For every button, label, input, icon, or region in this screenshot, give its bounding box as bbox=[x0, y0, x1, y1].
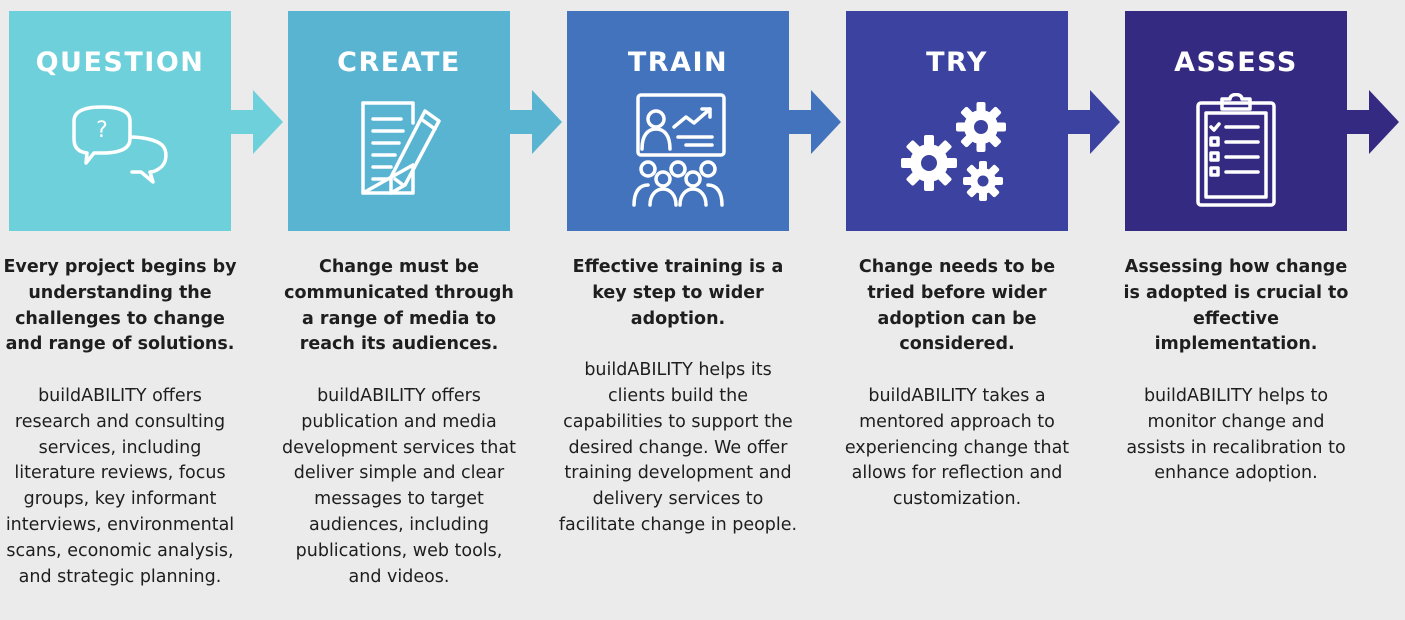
step-box: TRY bbox=[846, 11, 1068, 231]
step-title: TRY bbox=[926, 47, 988, 78]
step-assess: ASSESS Assessing how change is adopted i… bbox=[1116, 0, 1399, 620]
step-lead: Assessing how change is adopted is cruci… bbox=[1123, 257, 1349, 355]
step-title: QUESTION bbox=[35, 47, 205, 78]
step-description: Change needs to be tried before wider ad… bbox=[837, 255, 1077, 513]
step-box: CREATE bbox=[288, 11, 510, 231]
step-description: Every project begins by understanding th… bbox=[0, 255, 240, 590]
step-description: Effective training is a key step to wide… bbox=[558, 255, 798, 539]
step-title: TRAIN bbox=[627, 47, 729, 78]
step-box: QUESTION ? bbox=[9, 11, 231, 231]
step-body: buildABILITY helps its clients build the… bbox=[558, 360, 798, 535]
step-create: CREATE Change must be communicated throu… bbox=[279, 0, 562, 620]
step-title: ASSESS bbox=[1174, 47, 1298, 78]
step-description: Assessing how change is adopted is cruci… bbox=[1116, 255, 1356, 487]
speech-bubbles-question-icon: ? bbox=[72, 105, 168, 184]
clipboard-checklist-icon bbox=[1196, 93, 1276, 207]
document-pencil-icon bbox=[361, 101, 441, 195]
step-title: CREATE bbox=[337, 47, 461, 78]
arrow-right-icon bbox=[1347, 90, 1399, 154]
step-body: buildABILITY takes a mentored approach t… bbox=[844, 385, 1070, 510]
step-box: ASSESS bbox=[1125, 11, 1347, 231]
step-lead: Effective training is a key step to wide… bbox=[572, 257, 784, 329]
gears-icon bbox=[901, 102, 1006, 201]
step-body: buildABILITY helps to monitor change and… bbox=[1126, 385, 1346, 484]
step-try: TRY bbox=[837, 0, 1120, 620]
svg-text:?: ? bbox=[96, 118, 108, 143]
arrow-right-icon bbox=[231, 90, 283, 154]
arrow-right-icon bbox=[1068, 90, 1120, 154]
step-body: buildABILITY offers research and consult… bbox=[5, 385, 235, 587]
step-body: buildABILITY offers publication and medi… bbox=[282, 385, 516, 587]
step-lead: Change needs to be tried before wider ad… bbox=[858, 257, 1056, 355]
step-question: QUESTION ? Every project begins by under… bbox=[0, 0, 283, 620]
step-description: Change must be communicated through a ra… bbox=[279, 255, 519, 590]
step-lead: Change must be communicated through a ra… bbox=[284, 257, 514, 355]
step-train: TRAIN Effective training is a key step t… bbox=[558, 0, 841, 620]
presentation-audience-icon bbox=[632, 93, 726, 207]
arrow-right-icon bbox=[510, 90, 562, 154]
step-box: TRAIN bbox=[567, 11, 789, 231]
arrow-right-icon bbox=[789, 90, 841, 154]
step-lead: Every project begins by understanding th… bbox=[3, 257, 237, 355]
